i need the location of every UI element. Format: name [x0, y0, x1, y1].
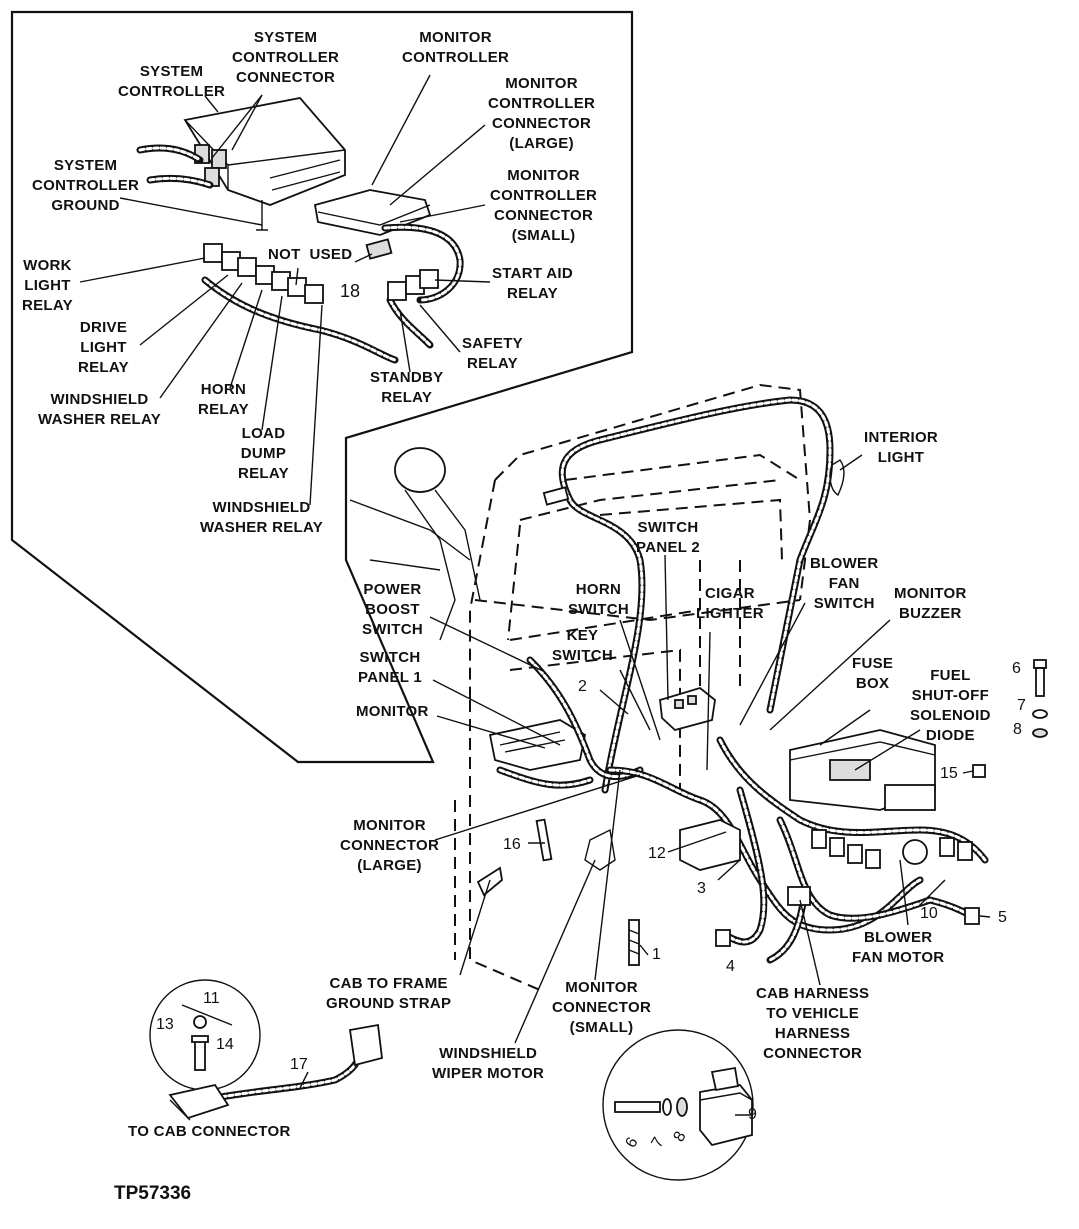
callout-3: 3: [697, 880, 706, 897]
label-fuse-box: FUSE BOX: [852, 655, 894, 692]
wiper-motor-shape: [584, 828, 616, 871]
label-monitor-buzzer: MONITOR BUZZER: [894, 585, 967, 622]
label-interior-light: INTERIOR LIGHT: [864, 429, 939, 466]
label-monitor-connector-small: MONITOR CONNECTOR (SMALL): [552, 979, 652, 1036]
bolt-1: [628, 919, 640, 966]
label-drive-light-relay: DRIVE LIGHT RELAY: [78, 319, 129, 376]
label-monitor-connector-large: MONITOR CONNECTOR (LARGE): [340, 817, 440, 874]
fuse-box-shape: [789, 729, 936, 811]
label-load-dump-relay: LOAD DUMP RELAY: [238, 425, 289, 482]
callout-9: 9: [748, 1106, 757, 1123]
main-leaders: [429, 554, 991, 1044]
label-safety-relay: SAFETY RELAY: [462, 335, 523, 372]
cab-frame-dashed: [454, 383, 812, 991]
detail-circle-relay-mount: [602, 1029, 754, 1181]
cab-harness-connector-shape: [787, 886, 811, 906]
label-start-aid-relay: START AID RELAY: [492, 265, 574, 302]
label-system-controller-ground: SYSTEM CONTROLLER GROUND: [32, 157, 140, 214]
inset-frame: [10, 10, 634, 764]
inset-leaders: [79, 74, 491, 506]
callout-1: 1: [652, 946, 661, 963]
label-windshield-washer-relay-1: WINDSHIELD WASHER RELAY: [38, 391, 162, 428]
label-switch-panel-1: SWITCH PANEL 1: [358, 649, 423, 686]
callout-15: 15: [940, 765, 958, 782]
control-lever: [349, 447, 481, 641]
label-work-light-relay: WORK LIGHT RELAY: [22, 257, 73, 314]
nut-8-right: [1032, 728, 1048, 738]
callout-2: 2: [578, 678, 587, 695]
callout-11: 11: [203, 990, 220, 1007]
callout-10: 10: [920, 905, 938, 922]
label-horn-switch: HORN SWITCH: [568, 581, 629, 618]
label-power-boost-switch: POWER BOOST SWITCH: [362, 581, 423, 638]
switch-panel-2-shape: [659, 687, 716, 731]
callout-12: 12: [648, 845, 666, 862]
bolt-6-right: [1033, 659, 1047, 697]
label-blower-fan-switch: BLOWER FAN SWITCH: [810, 555, 879, 612]
ground-strap-17: [168, 1023, 383, 1121]
label-switch-panel-2: SWITCH PANEL 2: [636, 519, 701, 556]
label-cab-harness-connector: CAB HARNESS TO VEHICLE HARNESS CONNECTOR: [756, 985, 870, 1062]
callout-4: 4: [726, 958, 735, 975]
part-15: [972, 764, 986, 778]
relay-cluster-lower: [811, 829, 973, 869]
label-blower-fan-motor: BLOWER FAN MOTOR: [852, 929, 945, 966]
washer-7-right: [1032, 709, 1048, 719]
label-monitor-controller-connector-small: MONITOR CONTROLLER CONNECTOR (SMALL): [490, 167, 598, 244]
callout-5: 5: [998, 909, 1007, 926]
figure-id: TP57336: [114, 1183, 192, 1204]
callout-13: 13: [156, 1016, 174, 1033]
callout-8a: 8: [1013, 721, 1022, 738]
label-system-controller: SYSTEM CONTROLLER: [118, 63, 226, 100]
blower-fan-motor-shape: [902, 839, 928, 865]
label-cab-to-frame-ground-strap: CAB TO FRAME GROUND STRAP: [326, 975, 452, 1012]
label-monitor-controller-connector-large: MONITOR CONTROLLER CONNECTOR (LARGE): [488, 75, 596, 152]
label-not-used: NOT USED: [268, 246, 353, 263]
label-cigar-lighter: CIGAR LIGHTER: [696, 585, 764, 622]
relay-bank-relays: [203, 243, 439, 304]
label-windshield-wiper-motor: WINDSHIELD WIPER MOTOR: [432, 1045, 545, 1082]
label-to-cab-connector: TO CAB CONNECTOR: [128, 1123, 291, 1140]
label-system-controller-connector: SYSTEM CONTROLLER CONNECTOR: [232, 29, 340, 86]
callout-7a: 7: [1017, 697, 1026, 714]
part-4: [715, 929, 731, 947]
bolt-16: [535, 818, 553, 862]
label-horn-relay: HORN RELAY: [198, 381, 249, 418]
callout-6a: 6: [1012, 660, 1021, 677]
label-monitor-controller: MONITOR CONTROLLER: [402, 29, 510, 66]
part-5: [964, 907, 980, 925]
callout-18: 18: [340, 281, 361, 301]
switch-panel-1-shape: [488, 719, 587, 771]
callout-16: 16: [503, 836, 521, 853]
label-monitor: MONITOR: [356, 703, 429, 720]
label-fuel-shutoff-solenoid-diode: FUEL SHUT-OFF SOLENOID DIODE: [910, 667, 991, 744]
callout-17: 17: [290, 1056, 308, 1073]
label-windshield-washer-relay-2: WINDSHIELD WASHER RELAY: [200, 499, 324, 536]
callout-14: 14: [216, 1036, 234, 1053]
label-key-switch: KEY SWITCH: [552, 627, 613, 664]
label-standby-relay: STANDBY RELAY: [370, 369, 444, 406]
interior-light-shape: [829, 459, 845, 497]
system-controller-box: [183, 97, 346, 206]
